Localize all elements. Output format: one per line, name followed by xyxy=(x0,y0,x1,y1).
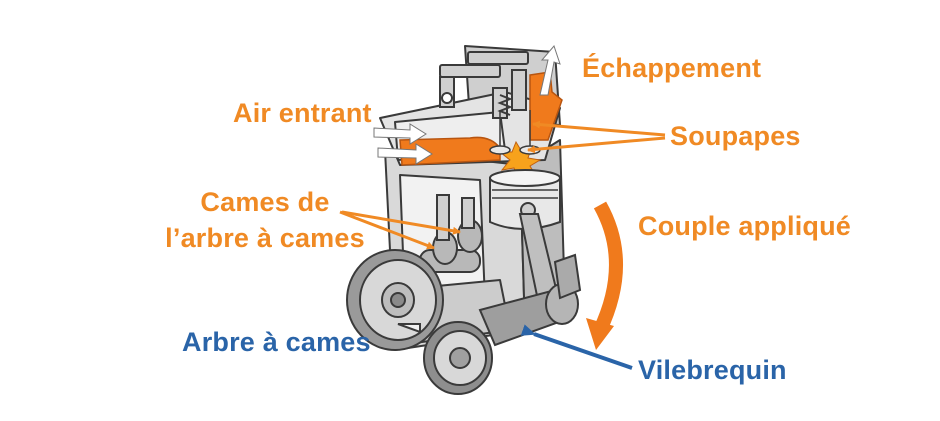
crankshaft-pointer xyxy=(520,324,633,370)
torque-arrow xyxy=(586,201,623,350)
crankshaft-pulley xyxy=(423,321,493,395)
label-cams-line2: l’arbre à cames xyxy=(165,223,365,253)
label-torque: Couple appliqué xyxy=(638,211,852,241)
label-crankshaft: Vilebrequin xyxy=(638,355,787,385)
label-cams-line1: Cames de xyxy=(200,187,330,217)
label-intake-air: Air entrant xyxy=(233,98,372,128)
label-valves: Soupapes xyxy=(670,121,801,151)
crankshaft-shaft xyxy=(478,253,582,347)
exhaust-arrow xyxy=(539,45,561,96)
camshaft-pulley xyxy=(346,249,444,351)
leader-lines xyxy=(339,120,666,250)
camshaft-lobes xyxy=(419,194,483,273)
intake-arrows xyxy=(373,123,433,165)
label-exhaust: Échappement xyxy=(582,53,762,83)
label-camshaft: Arbre à cames xyxy=(182,327,371,357)
